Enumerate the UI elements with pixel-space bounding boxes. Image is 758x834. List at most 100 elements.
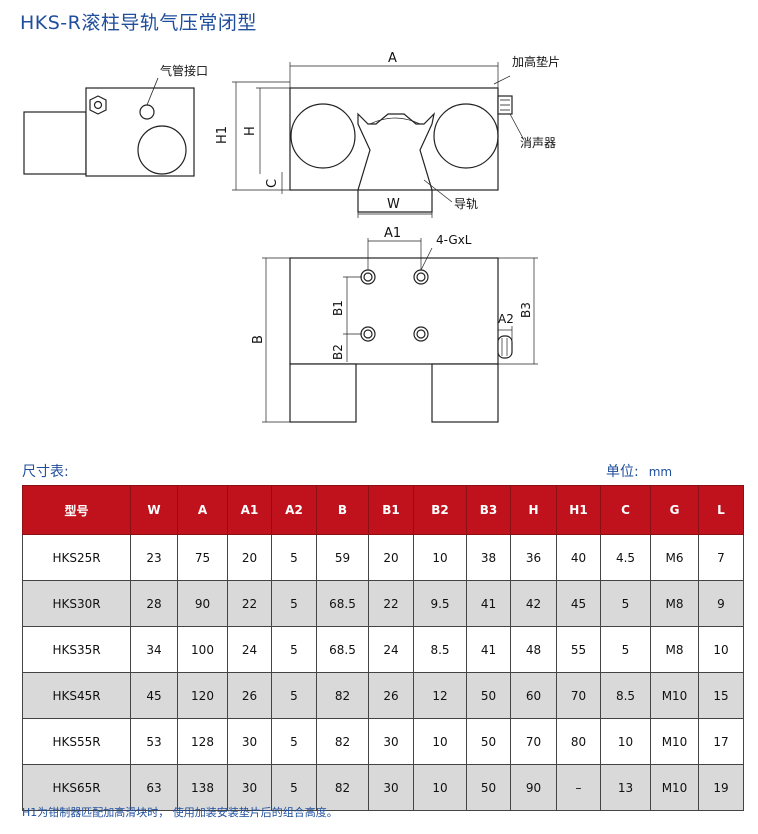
table-cell: 30 <box>368 764 414 811</box>
table-cell: 128 <box>177 718 228 765</box>
table-row: HKS35R 34 100 24 5 68.5 24 8.5 41 48 55 … <box>22 626 744 673</box>
table-cell: 24 <box>368 626 414 673</box>
table-cell: 68.5 <box>316 580 369 627</box>
mount-hole-4 <box>413 326 429 342</box>
label-B2: B2 <box>331 344 345 360</box>
table-cell: HKS35R <box>22 626 131 673</box>
table-cell: HKS45R <box>22 672 131 719</box>
table-cell: 9 <box>698 580 744 627</box>
table-cell: 10 <box>413 764 467 811</box>
spec-table: 型号 W A A1 A2 B B1 B2 B3 H H1 C G L HKS25… <box>22 485 744 811</box>
table-cell: 5 <box>271 534 317 581</box>
col-header-L: L <box>698 485 744 535</box>
table-cell: M8 <box>650 580 699 627</box>
table-cell: 9.5 <box>413 580 467 627</box>
table-cell: 17 <box>698 718 744 765</box>
table-cell: 12 <box>413 672 467 719</box>
label-W: W <box>387 197 400 212</box>
top-view-block <box>289 257 499 365</box>
label-B1: B1 <box>331 300 345 316</box>
table-row: HKS65R 63 138 30 5 82 30 10 50 90 – 13 M… <box>22 764 744 811</box>
table-cell: 34 <box>130 626 178 673</box>
table-cell: 41 <box>466 580 511 627</box>
top-view-rail-right <box>431 363 499 423</box>
table-header-row: 型号 W A A1 A2 B B1 B2 B3 H H1 C G L <box>22 485 744 535</box>
table-cell: 50 <box>466 764 511 811</box>
table-cell: 5 <box>271 718 317 765</box>
col-header-B2: B2 <box>413 485 467 535</box>
unit-value: mm <box>648 465 673 479</box>
label-silencer: 消声器 <box>520 136 556 150</box>
table-cell: 75 <box>177 534 228 581</box>
table-cell: 30 <box>227 718 272 765</box>
table-cell: 5 <box>271 672 317 719</box>
table-cell: 7 <box>698 534 744 581</box>
col-header-B3: B3 <box>466 485 511 535</box>
table-cell: M6 <box>650 534 699 581</box>
table-cell: 70 <box>510 718 557 765</box>
table-row: HKS30R 28 90 22 5 68.5 22 9.5 41 42 45 5… <box>22 580 744 627</box>
table-cell: 30 <box>227 764 272 811</box>
table-cell: 138 <box>177 764 228 811</box>
label-pad: 加高垫片 <box>512 54 560 69</box>
table-cell: HKS55R <box>22 718 131 765</box>
table-row: HKS45R 45 120 26 5 82 26 12 50 60 70 8.5… <box>22 672 744 719</box>
table-cell: 26 <box>227 672 272 719</box>
table-cell: 10 <box>413 718 467 765</box>
front-roller-left <box>290 103 356 169</box>
table-cell: M10 <box>650 764 699 811</box>
table-cell: HKS25R <box>22 534 131 581</box>
footnote: H1为钳制器匹配加高滑块时， 使用加装安装垫片后的组合高度。 <box>22 806 338 819</box>
table-cell: 24 <box>227 626 272 673</box>
table-cell: 8.5 <box>413 626 467 673</box>
table-cell: 22 <box>368 580 414 627</box>
label-B: B <box>251 335 266 344</box>
table-cell: 63 <box>130 764 178 811</box>
label-C: C <box>265 179 280 188</box>
table-cell: M10 <box>650 718 699 765</box>
table-cell: 41 <box>466 626 511 673</box>
table-cell: 90 <box>510 764 557 811</box>
table-cell: 30 <box>368 718 414 765</box>
side-view-body <box>23 111 87 175</box>
label-air-port: 气管接口 <box>160 63 208 78</box>
col-header-A: A <box>177 485 228 535</box>
label-H1: H1 <box>215 126 230 144</box>
table-cell: 10 <box>698 626 744 673</box>
table-cell: 26 <box>368 672 414 719</box>
table-cell: 4.5 <box>600 534 651 581</box>
table-cell: 82 <box>316 672 369 719</box>
table-cell: 19 <box>698 764 744 811</box>
table-cell: 50 <box>466 672 511 719</box>
table-cell: 68.5 <box>316 626 369 673</box>
col-header-H1: H1 <box>556 485 601 535</box>
table-cell: 80 <box>556 718 601 765</box>
col-header-model: 型号 <box>22 485 131 535</box>
label-H: H <box>243 126 258 136</box>
table-cell: 5 <box>271 580 317 627</box>
front-view-block <box>289 87 499 191</box>
side-roller-circle <box>137 125 187 175</box>
table-cell: 48 <box>510 626 557 673</box>
front-roller-right <box>433 103 499 169</box>
table-cell: 45 <box>556 580 601 627</box>
table-cell: M8 <box>650 626 699 673</box>
table-cell: 20 <box>227 534 272 581</box>
table-cell: 42 <box>510 580 557 627</box>
table-cell: 38 <box>466 534 511 581</box>
page-title: HKS-R滚柱导轨气压常闭型 <box>20 12 257 34</box>
label-A2: A2 <box>498 312 514 326</box>
table-cell: 70 <box>556 672 601 719</box>
table-cell: 22 <box>227 580 272 627</box>
table-cell: 36 <box>510 534 557 581</box>
table-cell: 13 <box>600 764 651 811</box>
col-header-A1: A1 <box>227 485 272 535</box>
table-cell: 5 <box>600 580 651 627</box>
col-header-B: B <box>316 485 369 535</box>
table-cell: 82 <box>316 718 369 765</box>
table-cell: 28 <box>130 580 178 627</box>
table-cell: 20 <box>368 534 414 581</box>
unit-label: 单位:mm <box>606 461 672 481</box>
table-cell: 45 <box>130 672 178 719</box>
table-cell: M10 <box>650 672 699 719</box>
